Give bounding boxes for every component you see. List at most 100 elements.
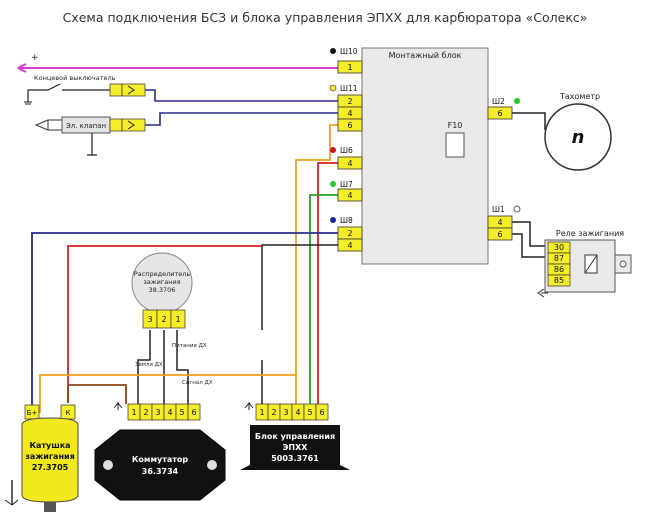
- wire-pink-arrow: [17, 63, 27, 73]
- ecu-ground-icon: [244, 402, 254, 410]
- dot-sh1: [513, 205, 521, 213]
- wire-dist-1: [176, 330, 189, 404]
- wire-limit-switch: [145, 89, 338, 102]
- comm-pin-1: 1: [131, 408, 136, 417]
- ecu-pin-2: 2: [271, 408, 276, 417]
- label-sh11: Ш11: [340, 84, 358, 93]
- commutator-ground-icon: [113, 402, 123, 410]
- wire-brown-commutator: [67, 384, 127, 404]
- comm-pin-4: 4: [167, 408, 172, 417]
- comm-pin-5: 5: [179, 408, 184, 417]
- coil-pin-k: К: [66, 409, 71, 417]
- coil-label-3: 27.3705: [32, 463, 69, 472]
- comm-pin-3: 3: [155, 408, 160, 417]
- mount-block: Монтажный блок F10: [361, 47, 489, 265]
- limit-switch: Концевой выключатель: [24, 74, 146, 105]
- label-sh6: Ш6: [340, 146, 353, 155]
- ground-dh-label: Земля ДХ: [135, 362, 163, 368]
- pin-sh2-6: 6: [497, 109, 502, 118]
- dot-sh7: [330, 181, 336, 187]
- wire-valve-to-sh11-4: [145, 112, 338, 126]
- pin-sh8-4: 4: [347, 241, 352, 250]
- ecu-pin-5: 5: [307, 408, 312, 417]
- pin-sh11-2: 2: [347, 97, 352, 106]
- ecu-pins: 1 2 3 4 5 6: [255, 403, 329, 421]
- limit-switch-label: Концевой выключатель: [34, 74, 116, 82]
- fuse-f10: [445, 132, 465, 158]
- wire-red-sh6: [317, 162, 338, 404]
- connector-sh8: Ш8 2 4: [330, 216, 363, 252]
- dot-sh6: [330, 147, 336, 153]
- distributor-label-2: зажигания: [143, 278, 180, 286]
- dot-sh2: [514, 98, 520, 104]
- coil-label-1: Катушка: [29, 441, 70, 450]
- ecu-label-2: ЭПХХ: [283, 443, 309, 452]
- ecu-pin-6: 6: [319, 408, 324, 417]
- connector-chevron-icon: [127, 85, 135, 95]
- relay-pin-87: 87: [554, 254, 564, 263]
- plus-sign: +: [31, 53, 39, 63]
- ignition-relay: Реле зажигания 30 87 86 85: [537, 229, 632, 298]
- commutator-label-1: Коммутатор: [132, 455, 188, 464]
- label-sh7: Ш7: [340, 180, 353, 189]
- wire-tacho: [512, 112, 546, 130]
- wire-dist-3: [137, 330, 151, 404]
- dot-sh11: [329, 84, 337, 92]
- wire-relay-30: [512, 221, 548, 247]
- distributor-label-3: 38.3706: [149, 286, 176, 294]
- connector-sh11: Ш11 2 4 6: [329, 84, 363, 132]
- distributor: Распределитель зажигания 38.3706 3 2 1 З…: [131, 252, 213, 386]
- tacho-symbol: n: [572, 127, 585, 148]
- dist-pin-2: 2: [161, 315, 166, 324]
- label-sh1: Ш1: [492, 205, 505, 214]
- relay-pin-86: 86: [554, 265, 564, 274]
- tachometer-label: Тахометр: [559, 92, 600, 101]
- connector-sh7: Ш7 4: [330, 180, 363, 202]
- connector-sh1: Ш1 4 6: [487, 205, 521, 241]
- pin-sh7-4: 4: [347, 191, 352, 200]
- distributor-label-1: Распределитель: [134, 270, 191, 278]
- label-sh2: Ш2: [492, 97, 505, 106]
- pin-sh8-2: 2: [347, 229, 352, 238]
- relay-label: Реле зажигания: [556, 229, 624, 238]
- wire-black-sh8-4: [261, 244, 338, 330]
- commutator: 1 2 3 4 5 6 Коммутатор 36.3734: [94, 402, 226, 501]
- tachometer: Тахометр n: [544, 92, 612, 171]
- comm-pin-2: 2: [143, 408, 148, 417]
- pin-sh1-6: 6: [497, 230, 502, 239]
- power-dh-label: Питание ДХ: [172, 343, 207, 349]
- dot-sh10: [330, 48, 336, 54]
- ignition-coil: Б+ К Катушка зажигания 27.3705: [4, 404, 79, 512]
- valve-ground-icon: [87, 133, 97, 156]
- mount-block-label: Монтажный блок: [389, 51, 462, 60]
- dist-pin-3: 3: [147, 315, 152, 324]
- fuse-label: F10: [448, 121, 463, 130]
- ecu-pin-4: 4: [295, 408, 300, 417]
- commutator-label-2: 36.3734: [142, 467, 179, 476]
- coil-pin-bplus: Б+: [27, 409, 38, 417]
- electro-valve: Эл. клапан: [34, 116, 146, 156]
- connector-sh6: Ш6 4: [330, 146, 363, 170]
- plus-terminal: +: [31, 53, 39, 63]
- signal-dh-label: Сигнал ДХ: [182, 380, 213, 386]
- pin-sh10-1: 1: [347, 63, 352, 72]
- wire-relay-87: [512, 233, 548, 258]
- label-sh10: Ш10: [340, 47, 358, 56]
- connector-sh10: Ш10 1: [330, 47, 363, 74]
- wire-orange-coil: [39, 374, 296, 413]
- ecu-block: 1 2 3 4 5 6 Блок управления ЭПХХ 5003.37…: [240, 402, 350, 470]
- connector-chevron-icon-2: [127, 120, 135, 130]
- commutator-pins: 1 2 3 4 5 6: [127, 403, 201, 421]
- label-sh8: Ш8: [340, 216, 353, 225]
- pin-sh11-4: 4: [347, 109, 352, 118]
- ecu-pin-1: 1: [259, 408, 264, 417]
- pin-sh11-6: 6: [347, 121, 352, 130]
- diagram-title: Схема подключения БСЗ и блока управления…: [63, 10, 588, 25]
- pin-sh1-4: 4: [497, 218, 502, 227]
- comm-pin-6: 6: [191, 408, 196, 417]
- ecu-label-1: Блок управления: [255, 432, 335, 441]
- connector-sh2: Ш2 6: [487, 97, 520, 120]
- ecu-label-3: 5003.3761: [271, 454, 319, 463]
